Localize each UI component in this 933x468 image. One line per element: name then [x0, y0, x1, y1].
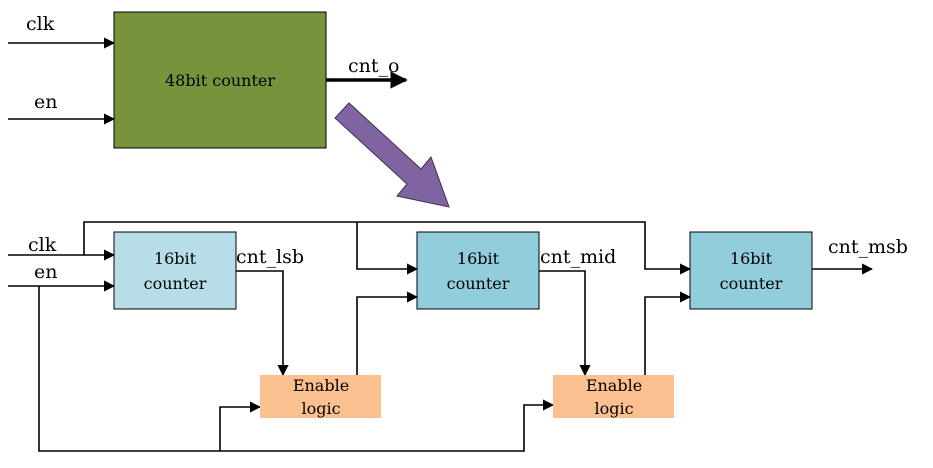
top-en-label: en [34, 91, 57, 113]
cnt-mid-wire [539, 270, 591, 377]
counter-mid-label-2: counter [447, 274, 510, 293]
counter-lsb-block [113, 231, 237, 310]
enable-logic-1-label-2: logic [301, 399, 340, 418]
bottom-en-label: en [34, 261, 57, 283]
cnt-lsb-label: cnt_lsb [236, 246, 304, 268]
counter-msb-label-1: 16bit [730, 249, 773, 268]
counter-mid-block [416, 231, 540, 310]
enable-2-to-counter-msb [644, 291, 692, 375]
counter-msb-label-2: counter [720, 274, 783, 293]
enable-logic-2-label-1: Enable [586, 376, 642, 395]
cnt-msb-label: cnt_msb [828, 236, 908, 258]
clk-to-counter-mid [356, 222, 419, 275]
bottom-clk-wire [8, 221, 692, 275]
enable-logic-2-label-2: logic [594, 399, 633, 418]
counter-lsb-label-2: counter [144, 274, 207, 293]
top-clk-label: clk [26, 13, 55, 35]
counter-mid-label-1: 16bit [457, 249, 500, 268]
bottom-clk-label: clk [28, 234, 57, 256]
cnt-lsb-wire [236, 270, 289, 377]
enable-logic-2-block [553, 375, 674, 418]
en-distribution-wire [38, 286, 555, 452]
counter-msb-block [689, 231, 813, 310]
cnt-o-label: cnt_o [348, 55, 399, 77]
transform-arrow [334, 102, 450, 208]
en-to-enable-1 [219, 401, 262, 451]
counter-lsb-label-1: 16bit [154, 249, 197, 268]
enable-1-to-counter-mid [356, 291, 419, 375]
enable-logic-1-block [260, 375, 381, 418]
cnt-mid-label: cnt_mid [540, 246, 616, 268]
counter-48bit-block [113, 11, 327, 149]
enable-logic-1-label-1: Enable [293, 376, 349, 395]
counter-48bit-label: 48bit counter [165, 71, 275, 90]
